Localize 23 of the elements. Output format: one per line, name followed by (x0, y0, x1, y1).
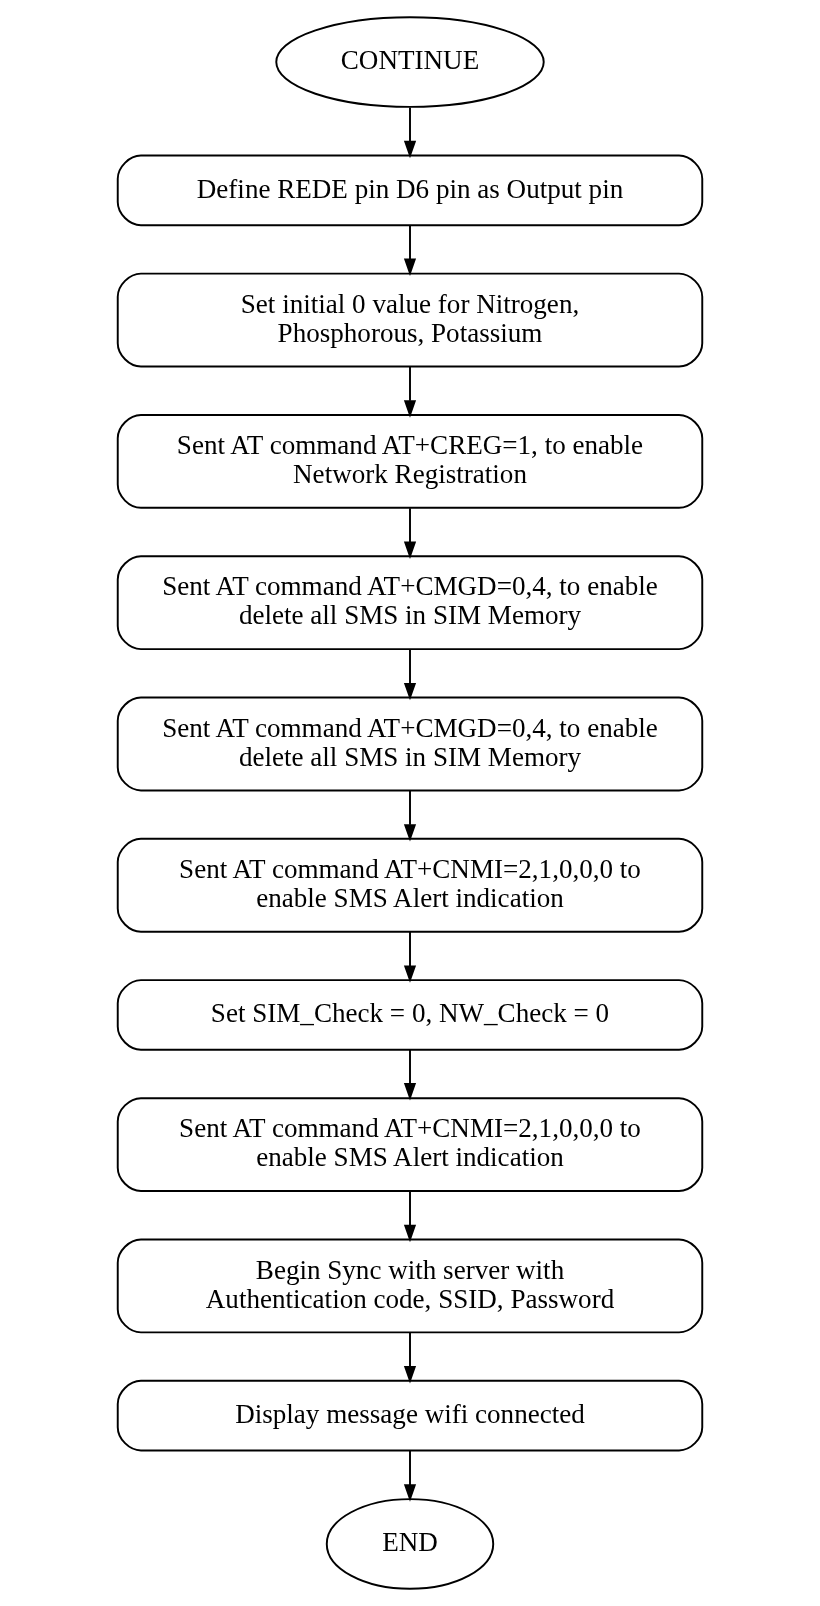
node-box: Set SIM_Check = 0, NW_Check = 0 (116, 979, 704, 1051)
arrow (403, 1449, 417, 1502)
arrow (403, 1048, 417, 1101)
node-ellipse: END (325, 1498, 495, 1590)
arrow (403, 930, 417, 983)
node-box: Begin Sync with server with Authentication code, SSID, Password (116, 1238, 704, 1334)
node-box: Set initial 0 value for Nitrogen, Phosphorous, Potassium (116, 272, 704, 368)
arrow (403, 789, 417, 842)
node-box: Display message wifi connected (116, 1379, 704, 1452)
node-box: Sent AT command AT+CMGD=0,4, to enable delete all SMS in SIM Memory (116, 696, 704, 792)
arrow (403, 366, 417, 418)
node-box: Sent AT command AT+CREG=1, to enable Network Registration (116, 413, 704, 509)
node-box: Sent AT command AT+CNMI=2,1,0,0,0 to enable SMS Alert indication (116, 1097, 704, 1193)
arrow (403, 648, 417, 701)
node-box: Sent AT command AT+CMGD=0,4, to enable delete all SMS in SIM Memory (116, 555, 704, 651)
arrow (403, 1190, 417, 1243)
arrow (403, 106, 417, 159)
arrow (403, 507, 417, 560)
node-ellipse: CONTINUE (275, 16, 545, 108)
arrow (403, 1331, 417, 1384)
node-box: Sent AT command AT+CNMI=2,1,0,0,0 to enable SMS Alert indication (116, 837, 704, 933)
node-box: Define REDE pin D6 pin as Output pin (116, 154, 704, 227)
arrow (403, 224, 417, 276)
